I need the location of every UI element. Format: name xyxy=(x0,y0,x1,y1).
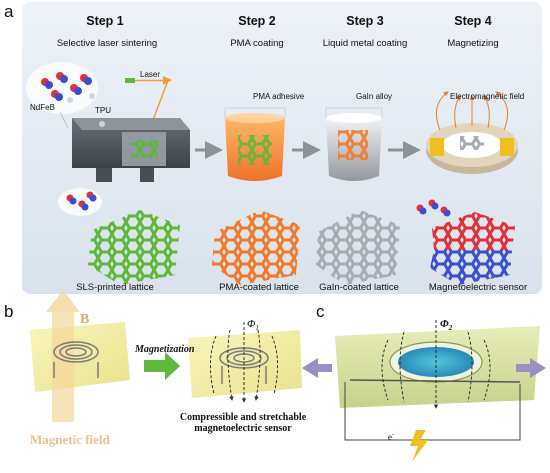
flux-phi2: Φ2 xyxy=(440,318,453,333)
pma-coated-lattice xyxy=(212,210,300,285)
pma-adhesive-label: PMA adhesive xyxy=(253,92,305,101)
magnetoelectric-lattice xyxy=(430,212,515,285)
panel-c-sensor xyxy=(335,320,540,441)
tpu-label: TPU xyxy=(95,106,111,115)
step-1-subtitle: Selective laser sintering xyxy=(56,38,158,49)
sensor-caption-line2: magnetoelectric sensor xyxy=(194,423,292,434)
caption-gain-coated: GaIn-coated lattice xyxy=(319,282,399,293)
panel-b-letter: b xyxy=(4,302,14,321)
panel-b-film-right xyxy=(188,322,302,403)
field-symbol-b: B xyxy=(80,312,90,327)
step-4-subtitle: Magnetizing xyxy=(447,38,499,49)
ndfeb-label: NdFeB xyxy=(30,103,55,112)
lightning-icon xyxy=(410,430,428,462)
particle-cluster-right xyxy=(416,199,451,217)
particle-cluster-left xyxy=(58,188,102,216)
gain-coated-lattice xyxy=(316,210,400,285)
caption-magnetoelectric: Magnetoelectric sensor xyxy=(428,282,528,293)
gain-beaker xyxy=(325,107,383,181)
panel-c-letter: c xyxy=(316,302,325,321)
sensor-caption-line1: Compressible and stretchable xyxy=(179,412,307,423)
flux-phi1: Φ1 xyxy=(247,318,259,333)
sls-printed-lattice xyxy=(88,210,180,285)
sls-machine xyxy=(72,118,190,182)
magnetizer xyxy=(426,91,518,174)
step-1-title: Step 1 xyxy=(86,14,124,28)
gain-alloy-label: GaIn alloy xyxy=(356,92,393,101)
stretch-arrow-left xyxy=(302,358,332,378)
powder-bubble xyxy=(26,62,98,129)
step-3-subtitle: Liquid metal coating xyxy=(322,38,408,49)
caption-sls-printed: SLS-printed lattice xyxy=(76,282,154,293)
step-2-subtitle: PMA coating xyxy=(230,38,284,49)
magnetization-arrow xyxy=(144,352,180,380)
laser-label: Laser xyxy=(140,70,161,79)
pma-beaker xyxy=(224,107,286,181)
magnetic-field-label: Magnetic field xyxy=(30,432,110,447)
step-2-title: Step 2 xyxy=(238,14,276,28)
panel-b-film-left xyxy=(30,290,130,422)
sensor-caption: Compressible and stretchable magnetoelec… xyxy=(158,412,328,434)
magnetization-label: Magnetization xyxy=(135,344,195,355)
caption-pma-coated: PMA-coated lattice xyxy=(219,282,299,293)
panel-a-letter: a xyxy=(4,2,14,21)
em-field-label: Electromagnetic field xyxy=(450,92,525,101)
step-3-title: Step 3 xyxy=(346,14,384,28)
stretch-arrow-right xyxy=(516,358,546,378)
step-4-title: Step 4 xyxy=(454,14,492,28)
electron-label: e- xyxy=(388,432,394,442)
